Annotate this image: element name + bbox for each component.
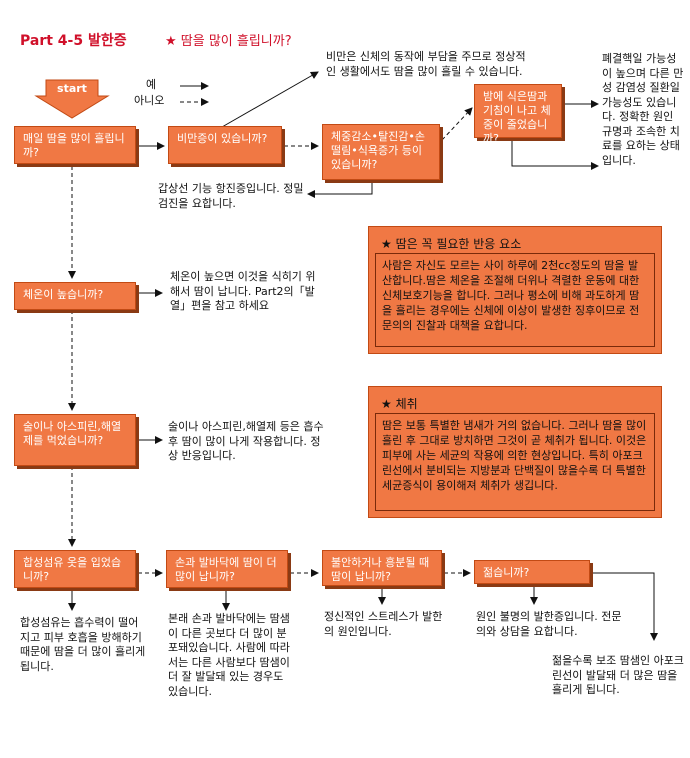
info-panel-body-odor-title: ★ 체취 xyxy=(381,397,418,411)
note-thyroid: 갑상선 기능 항진증입니다. 정밀 검진을 요합니다. xyxy=(158,182,304,210)
question-box-obesity: 비만증이 있습니까? xyxy=(168,126,282,164)
info-panel-necessary-body: 사람은 자신도 모르는 사이 하루에 2천cc정도의 땀을 발산합니다.땀은 체… xyxy=(375,253,655,347)
note-palms: 본래 손과 발바닥에는 땀샘이 다른 곳보다 더 많이 분포돼있습니다. 사람에… xyxy=(168,612,290,698)
legend-yes-label: 예 xyxy=(146,78,157,91)
legend-no-label: 아니오 xyxy=(134,94,165,107)
note-tuberculosis: 폐결핵일 가능성이 높으며 다른 만성 감염성 질환일 가능성도 있습니다. 정… xyxy=(602,52,684,167)
info-panel-necessary-title: ★ 땀은 꼭 필요한 반응 요소 xyxy=(381,237,522,251)
question-box-weight-loss: 체중감소•탈진감•손떨림•식욕증가 등이 있습니까? xyxy=(322,124,440,180)
info-panel-necessary: ★ 땀은 꼭 필요한 반응 요소 사람은 자신도 모르는 사이 하루에 2천cc… xyxy=(368,226,662,354)
info-panel-body-odor: ★ 체취 땀은 보통 특별한 냄새가 거의 없습니다. 그러나 땀을 많이 흘린… xyxy=(368,386,662,518)
note-stress: 정신적인 스트레스가 발한의 원인입니다. xyxy=(324,610,443,638)
question-box-fever: 체온이 높습니까? xyxy=(14,282,136,310)
question-box-daily-sweat: 매일 땀을 많이 흘립니까? xyxy=(14,126,136,164)
question-box-anxiety: 불안하거나 흥분될 때 땀이 납니까? xyxy=(322,550,442,586)
note-young: 젊을수록 보조 땀샘인 아포크린선이 발달돼 더 많은 땀을 흘리게 됩니다. xyxy=(552,654,684,696)
info-panel-body-odor-body: 땀은 보통 특별한 냄새가 거의 없습니다. 그러나 땀을 많이 흘린 후 그대… xyxy=(375,413,655,511)
note-obesity: 비만은 신체의 동작에 부담을 주므로 정상적인 생활에서도 땀을 많이 흘릴 … xyxy=(326,50,526,78)
note-unknown: 원인 불명의 발한증입니다. 전문의와 상담을 요합니다. xyxy=(476,610,622,638)
page-subtitle: ★ 땀을 많이 흘립니까? xyxy=(165,34,292,49)
question-box-night-sweat: 밤에 식은땀과 기침이 나고 체중이 줄었습니까? xyxy=(474,84,562,145)
note-aspirin: 술이나 아스피린,해열제 등은 흡수 후 땀이 많이 나게 작용합니다. 정상 … xyxy=(168,420,324,462)
question-box-synthetic-clothes: 합성섬유 옷을 입었습니까? xyxy=(14,550,136,588)
start-arrow-shape xyxy=(34,79,110,119)
note-fever: 체온이 높으면 이것을 식히기 위해서 땀이 납니다. Part2의「발열」편을… xyxy=(170,270,316,312)
page-title: Part 4-5 발한증 xyxy=(20,33,127,49)
question-box-aspirin: 술이나 아스피린,해열제를 먹었습니까? xyxy=(14,414,136,466)
start-label: start xyxy=(57,82,87,95)
note-synthetic: 합성섬유는 흡수력이 떨어지고 피부 호흡을 방해하기 때문에 땀을 더 많이 … xyxy=(20,616,146,673)
question-box-palms: 손과 발바닥에 땀이 더 많이 납니까? xyxy=(166,550,288,588)
question-box-young: 젊습니까? xyxy=(474,560,590,584)
